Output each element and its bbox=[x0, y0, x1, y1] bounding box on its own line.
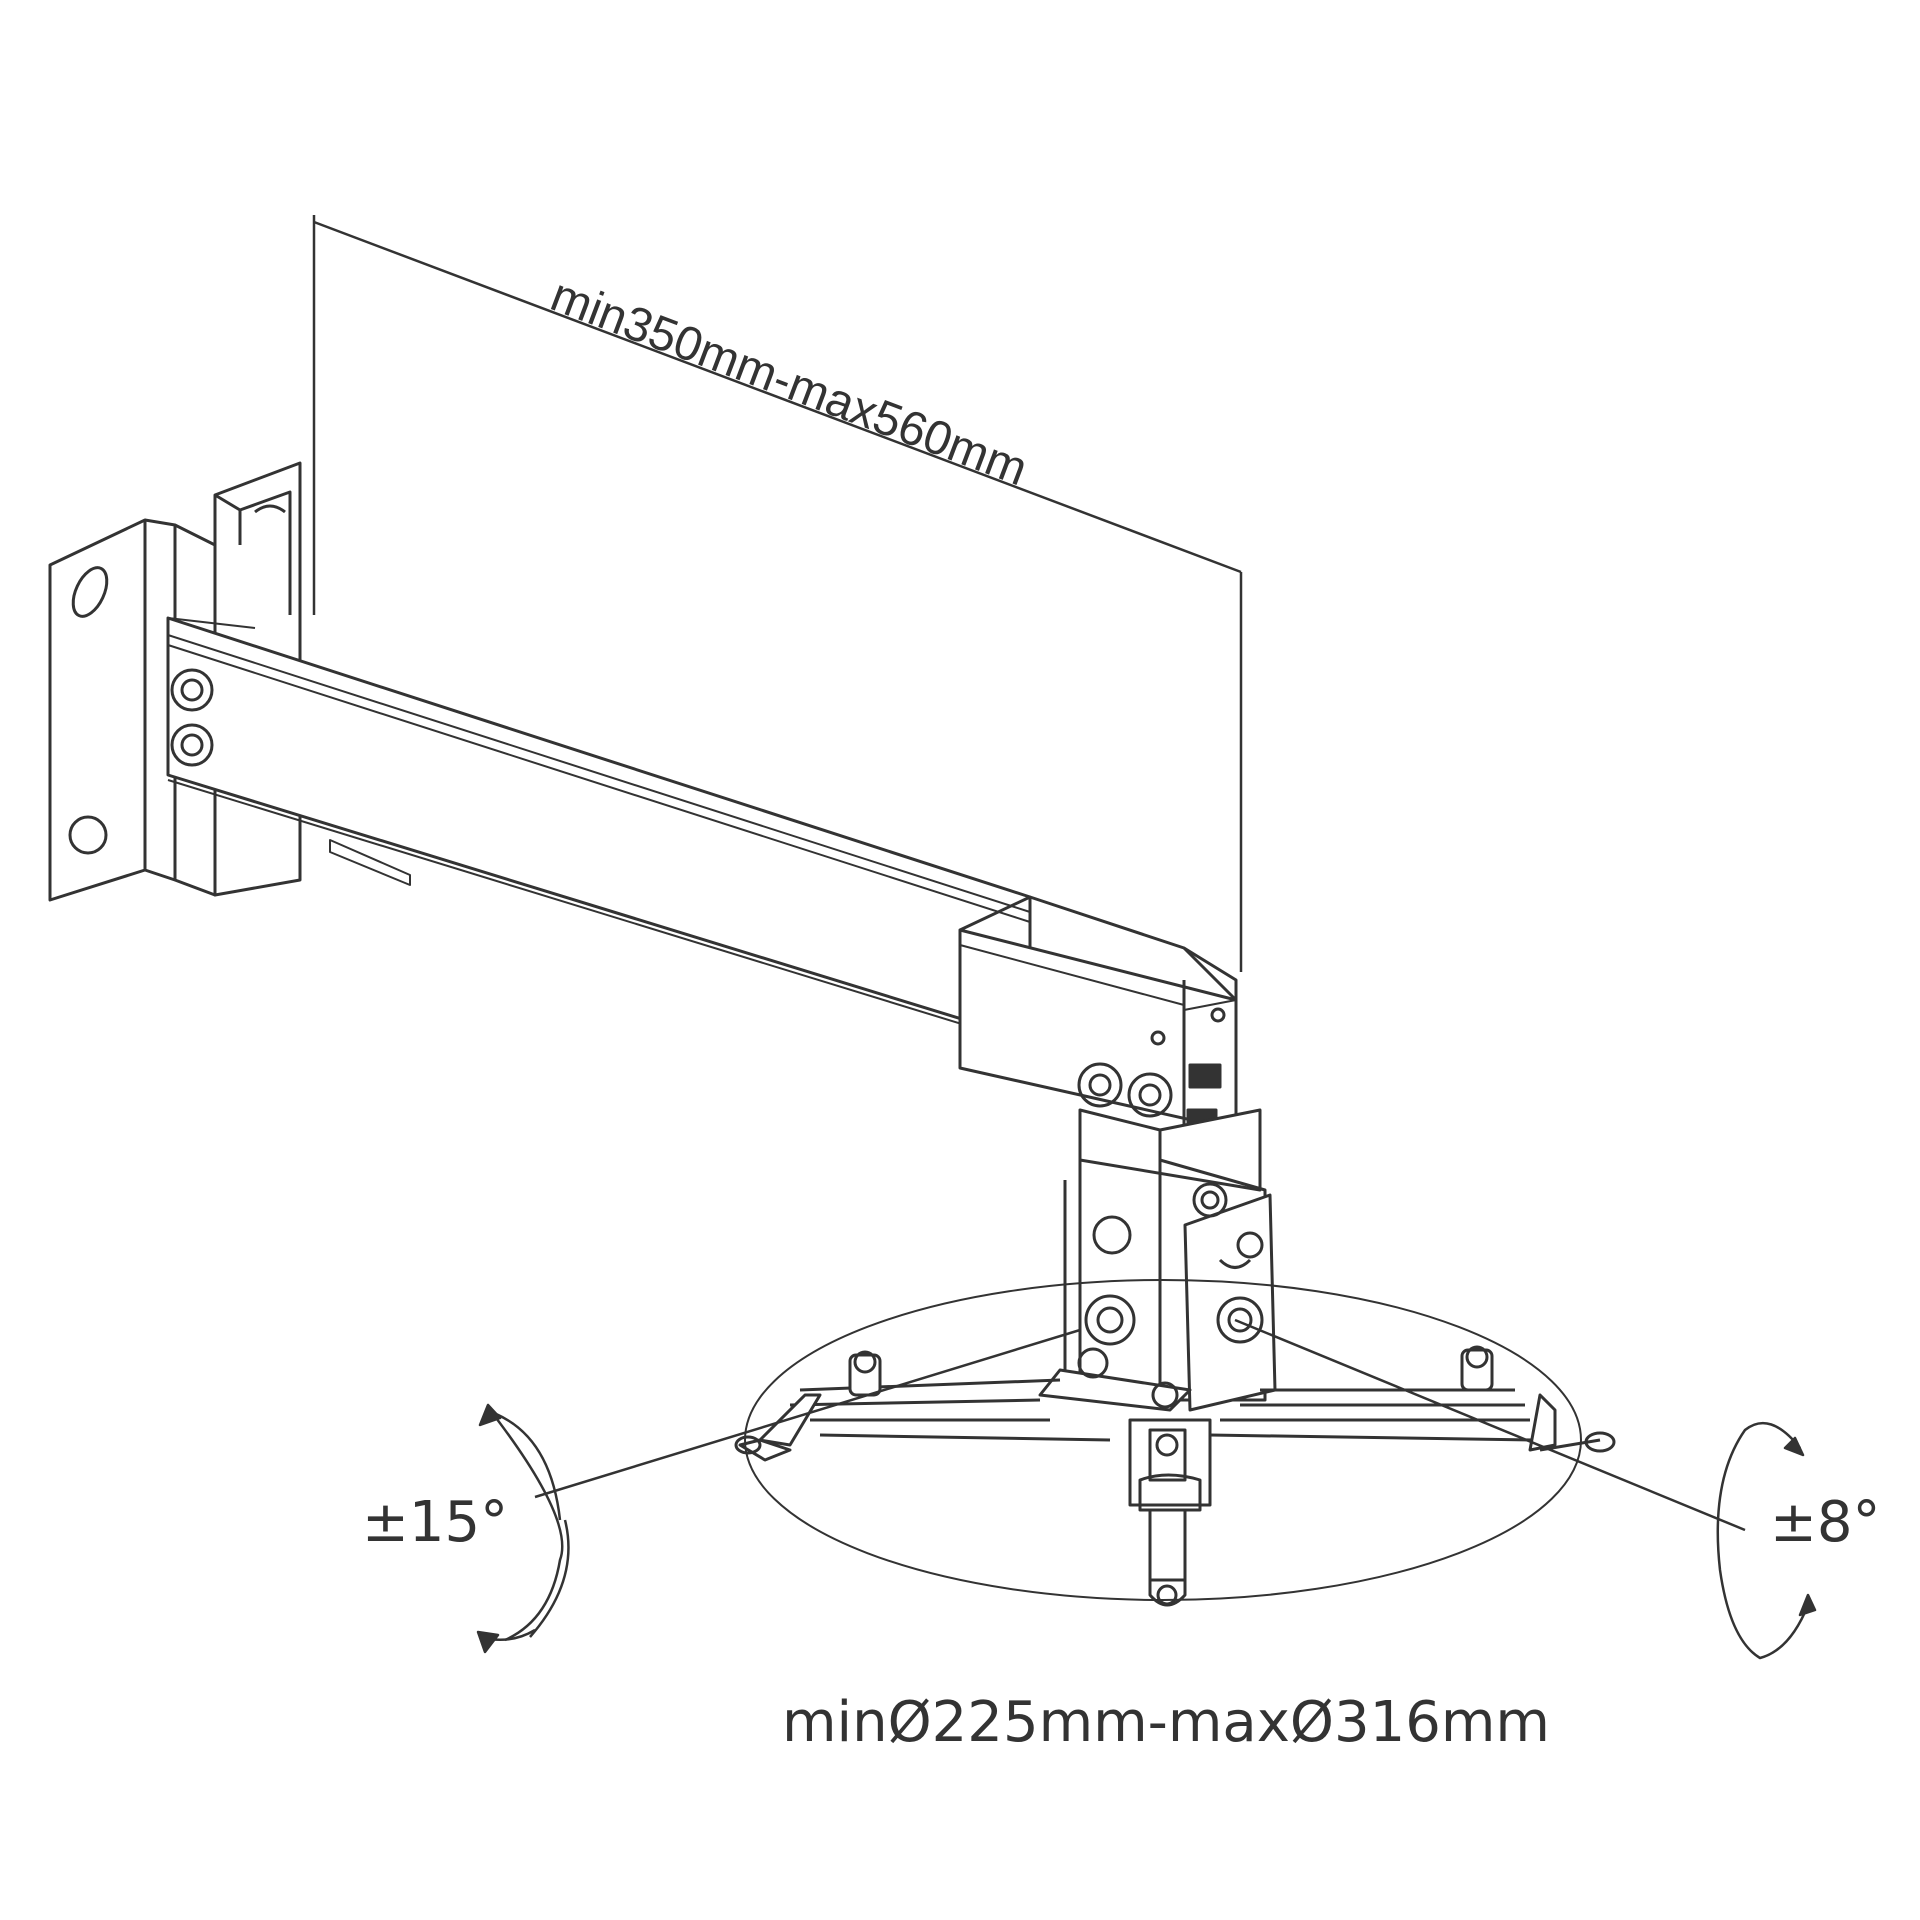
spider-plate bbox=[734, 1345, 1616, 1607]
swivel-angle-label: ±8° bbox=[1770, 1490, 1881, 1555]
tilt-arrow bbox=[476, 1328, 1081, 1654]
tilt-angle-label: ±15° bbox=[362, 1490, 509, 1555]
plate-diameter-label: minØ225mm-maxØ316mm bbox=[782, 1690, 1550, 1755]
arm-length-dimension bbox=[312, 215, 1243, 972]
tilt-bracket bbox=[1063, 1108, 1277, 1412]
plate-diameter-ellipse bbox=[744, 1279, 1582, 1601]
swivel-arrow bbox=[1234, 1318, 1817, 1660]
